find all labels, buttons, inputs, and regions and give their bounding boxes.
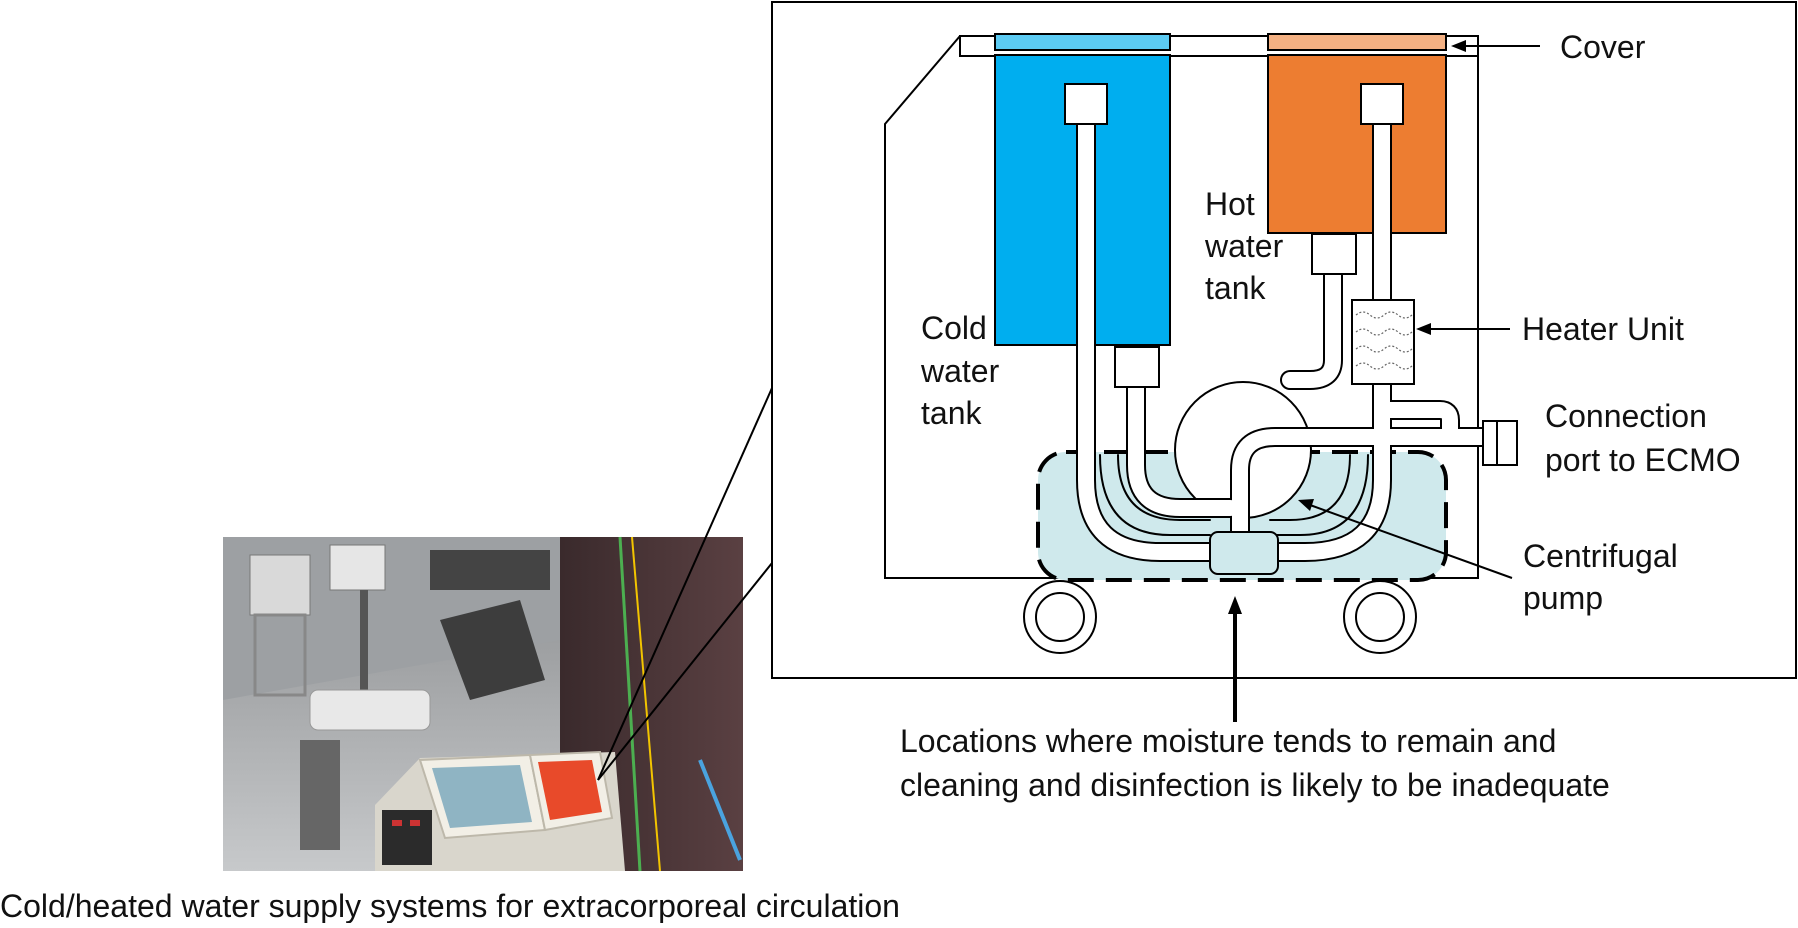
label-heater-unit: Heater Unit: [1522, 311, 1684, 347]
hot-tank-cover: [1267, 33, 1447, 51]
label-cover: Cover: [1560, 29, 1646, 65]
caption: Cold/heated water supply systems for ext…: [0, 888, 900, 923]
arrows: [1228, 40, 1540, 722]
cold-tank-outlet: [1114, 346, 1160, 388]
label-moisture-note: Locations where moisture tends to remain…: [900, 723, 1610, 803]
connection-port: [1482, 420, 1518, 466]
hot-tank-inlet: [1360, 83, 1404, 125]
device-photo: [223, 536, 743, 872]
wheel-right: [1343, 580, 1417, 654]
hot-tank-outlet: [1311, 233, 1357, 275]
piping: [1076, 90, 1495, 562]
pump-impeller-box: [1209, 531, 1279, 575]
cold-tank-cover: [994, 33, 1171, 51]
label-connection-port: Connection port to ECMO: [1545, 398, 1741, 478]
hot-water-tank: [1267, 54, 1447, 234]
label-cold-water-tank: Cold water tank: [920, 310, 1008, 431]
wheel-left: [1023, 580, 1097, 654]
cold-tank-inlet: [1064, 83, 1108, 125]
label-hot-water-tank: Hot water tank: [1204, 186, 1292, 306]
callout-lines: [597, 387, 773, 781]
label-centrifugal-pump: Centrifugal pump: [1523, 538, 1687, 616]
heater-unit: [1351, 299, 1415, 385]
